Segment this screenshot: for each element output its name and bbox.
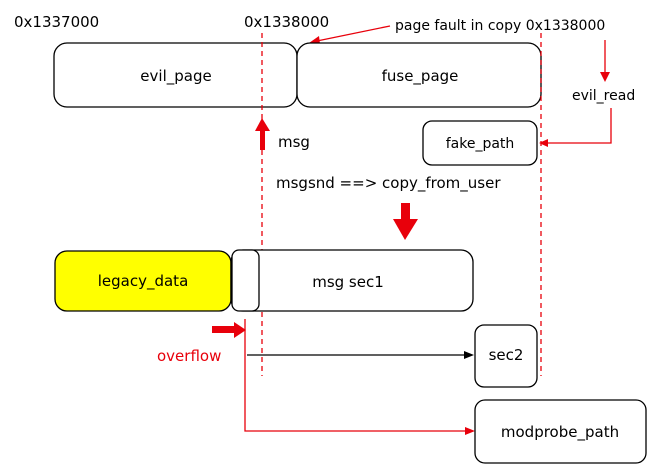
sec2-label: sec2 xyxy=(489,346,524,364)
evil-read-label: evil_read xyxy=(572,88,635,104)
msg-label: msg xyxy=(278,133,310,151)
overflow-arrow-shaft xyxy=(212,326,236,333)
evil-read-arrowhead xyxy=(600,72,610,82)
page-fault-arrow-line xyxy=(311,25,391,43)
fake-path-box xyxy=(422,120,538,166)
msg-header-box xyxy=(231,249,260,312)
msgsnd-label: msgsnd ==> copy_from_user xyxy=(276,174,501,193)
modprobe-path-box xyxy=(474,399,647,464)
msg-sec1-label: msg sec1 xyxy=(312,273,384,291)
sec2-arrowhead xyxy=(464,351,474,359)
msg-sec1-box xyxy=(230,249,474,312)
address-0x1337000: 0x1337000 xyxy=(14,13,99,31)
address-0x1338000: 0x1338000 xyxy=(244,13,329,31)
msg-arrowhead xyxy=(255,118,270,131)
fake-path-label: fake_path xyxy=(446,136,515,152)
copy-down-arrowhead xyxy=(393,219,418,240)
fake-path-arrowhead xyxy=(539,139,548,147)
page-fault-arrowhead xyxy=(309,36,320,44)
modprobe-path-arrow-line xyxy=(244,319,468,432)
fuse-page-box xyxy=(296,42,542,108)
msg-arrow-shaft xyxy=(260,130,265,150)
evil-page-label: evil_page xyxy=(140,67,211,86)
sec2-box xyxy=(474,324,538,388)
fuse-page-label: fuse_page xyxy=(382,67,459,86)
overflow-arrowhead xyxy=(234,322,246,338)
modprobe-path-arrowhead xyxy=(465,427,475,435)
modprobe-path-label: modprobe_path xyxy=(501,423,619,442)
page-fault-label: page fault in copy 0x1338000 xyxy=(395,18,605,34)
overflow-label: overflow xyxy=(157,347,221,365)
evil-read-to-fake-path-line xyxy=(545,108,612,144)
legacy-data-label: legacy_data xyxy=(98,272,189,291)
copy-down-arrow-shaft xyxy=(401,203,410,220)
